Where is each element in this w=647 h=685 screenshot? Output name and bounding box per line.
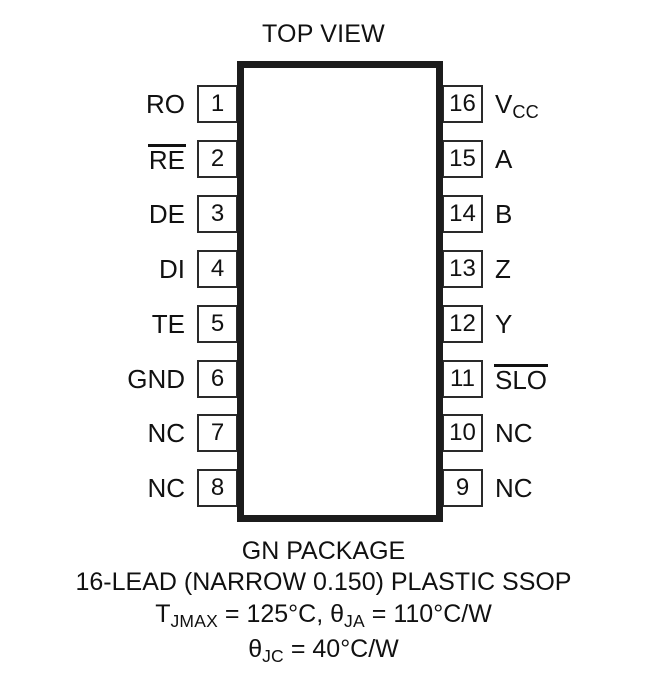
pin-label-8: NC [147,473,185,504]
package-caption: GN PACKAGE 16-LEAD (NARROW 0.150) PLASTI… [0,536,647,668]
pin-row: 13 Z [442,249,647,288]
overline-bar: SLO [493,360,549,399]
pin-label-11: SLO [493,360,549,399]
pin-label-9: NC [495,473,533,504]
pin-number-7: 7 [197,414,238,453]
pin-row: 10 NC [442,414,647,453]
pin-label-6: GND [127,363,185,394]
overline-bar: RE [147,140,187,179]
pin-number-13: 13 [442,249,483,288]
pin-label-12: Y [495,308,513,339]
pin-row: 6 GND [0,359,238,398]
pin-label-7: NC [147,418,185,449]
pin-row: 16 VCC [442,85,647,123]
pin-number-15: 15 [442,139,483,178]
caption-thermal-tjmax-theta-ja: TJMAX = 125°C, θJA = 110°C/W [155,600,492,631]
package-body-outline [237,61,443,522]
pin-row: 15 A [442,139,647,178]
pin-label-2: RE [147,140,187,179]
pin-row: 4 DI [0,249,238,288]
caption-package-description: 16-LEAD (NARROW 0.150) PLASTIC SSOP [75,568,572,596]
top-view-title: TOP VIEW [262,20,385,48]
pin-label-13: Z [495,253,511,284]
pin-label-1: RO [146,89,185,119]
caption-thermal-theta-jc: θJC = 40°C/W [248,635,399,666]
pin-row: 11 SLO [442,359,647,399]
pin-label-14: B [495,198,513,229]
pin-row: 5 TE [0,304,238,343]
pin-number-8: 8 [197,469,238,508]
pin-label-16: VCC [495,89,540,123]
pin-number-10: 10 [442,414,483,453]
pin-number-14: 14 [442,194,483,233]
pin-row: 9 NC [442,469,647,508]
pin-row: 7 NC [0,414,238,453]
pin-label-4: DI [159,253,185,284]
pin-number-16: 16 [442,85,483,123]
pin-label-subscript: CC [512,102,540,123]
pin-number-12: 12 [442,304,483,343]
pin-number-9: 9 [442,469,483,508]
pin-label-5: TE [151,308,185,339]
pin-label-3: DE [148,198,185,229]
pin-row: 1 RO [0,85,238,123]
pin-number-11: 11 [442,359,483,398]
pin-row: 3 DE [0,194,238,233]
caption-package-name: GN PACKAGE [241,537,406,565]
pin-row: 2 RE [0,139,238,179]
pin-row: 12 Y [442,304,647,343]
pin-row: 14 B [442,194,647,233]
pin-label-15: A [495,143,513,174]
pin-number-4: 4 [197,249,238,288]
pin-number-1: 1 [197,85,238,123]
pin-number-6: 6 [197,359,238,398]
pin-label-10: NC [495,418,533,449]
pin-number-5: 5 [197,304,238,343]
pin-row: 8 NC [0,469,238,508]
pin-number-2: 2 [197,139,238,178]
pin-number-3: 3 [197,194,238,233]
